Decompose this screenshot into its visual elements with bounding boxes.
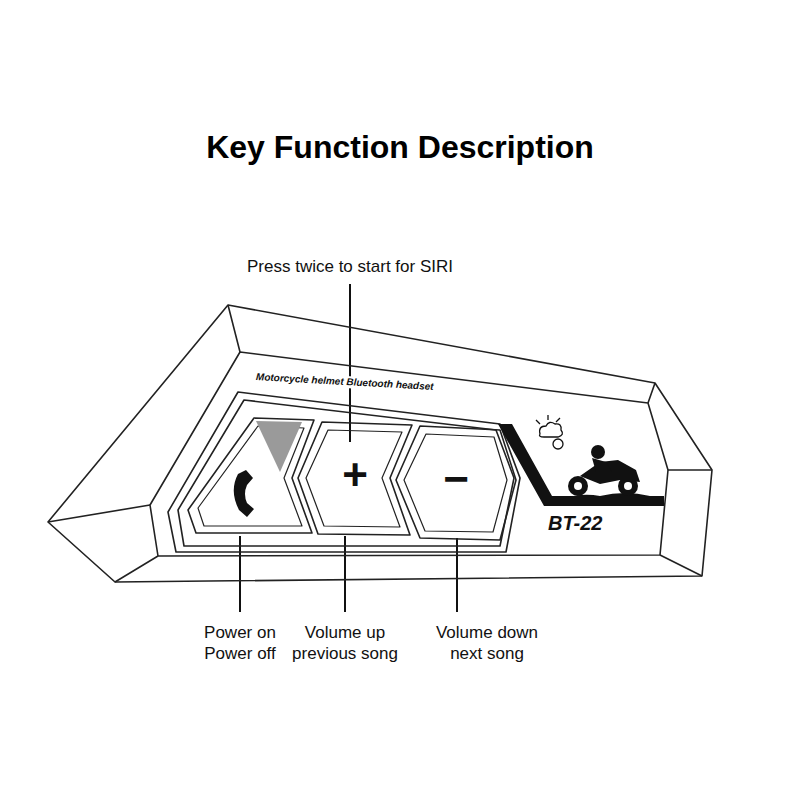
diagram-title: Key Function Description	[0, 127, 800, 167]
volume-down-callout: Volume down next song	[423, 622, 551, 664]
headset-housing-outline	[40, 295, 720, 590]
button-symbol: −	[443, 457, 469, 501]
leader-line	[349, 284, 351, 442]
leader-line	[239, 536, 241, 612]
product-description: Motorcycle helmet Bluetooth headset	[255, 371, 435, 393]
leader-line	[456, 538, 458, 612]
button-symbol: +	[342, 453, 368, 497]
volume-up-callout: Volume up previous song	[278, 622, 412, 664]
leader-line	[344, 536, 346, 612]
volume-down-button: −	[394, 424, 518, 542]
power-callout: Power on Power off	[192, 622, 288, 664]
headset-housing: Motorcycle helmet Bluetooth headsetBT-22…	[40, 295, 720, 590]
siri-callout: Press twice to start for SIRI	[200, 256, 500, 277]
model-number: BT-22	[548, 511, 602, 535]
